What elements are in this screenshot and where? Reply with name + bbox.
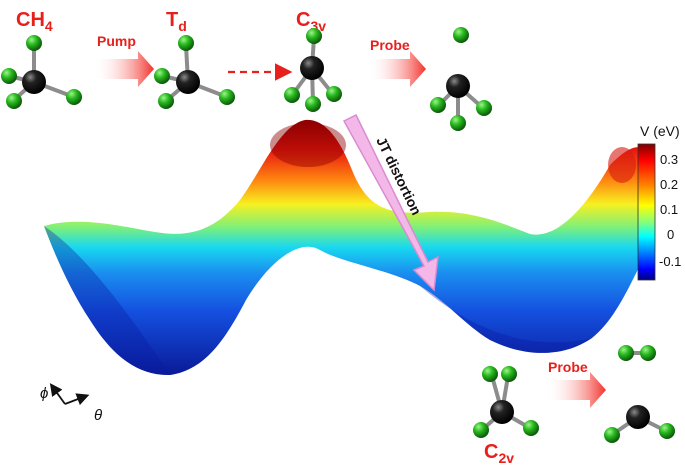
phi-label: ϕ — [40, 385, 48, 402]
ch4-molecule — [1, 35, 82, 109]
td-molecule — [154, 35, 235, 109]
td-label: Td — [166, 9, 187, 34]
colorbar-gradient — [637, 143, 656, 281]
ch3-fragment-top — [430, 27, 492, 131]
probe-arrow-top — [368, 51, 426, 87]
colorbar-tick: 0.1 — [660, 202, 678, 217]
colorbar: V (eV) 0.3 0.2 0.1 0 -0.1 — [637, 123, 681, 281]
pump-arrow — [94, 51, 154, 87]
c2v-label: C2v — [484, 441, 514, 466]
colorbar-title: V (eV) — [640, 123, 680, 139]
probe-arrow-bottom — [546, 372, 606, 408]
probe-label-bottom: Probe — [548, 359, 588, 375]
colorbar-tick: -0.1 — [659, 254, 681, 269]
ch4-label: CH4 — [16, 9, 53, 34]
c3v-molecule — [284, 28, 342, 112]
pump-label: Pump — [97, 33, 136, 49]
ch2-fragment — [604, 405, 675, 443]
colorbar-tick: 0.2 — [660, 177, 678, 192]
colorbar-tick: 0 — [667, 227, 674, 242]
theta-label: θ — [94, 407, 102, 424]
h2-fragment — [618, 345, 656, 361]
colorbar-tick: 0.3 — [660, 152, 678, 167]
potential-energy-surface — [44, 119, 645, 376]
jt-distortion-arrow — [342, 113, 439, 292]
probe-label-top: Probe — [370, 37, 410, 53]
axes-indicator: ϕ θ — [40, 383, 102, 424]
c2v-molecule — [473, 366, 539, 438]
